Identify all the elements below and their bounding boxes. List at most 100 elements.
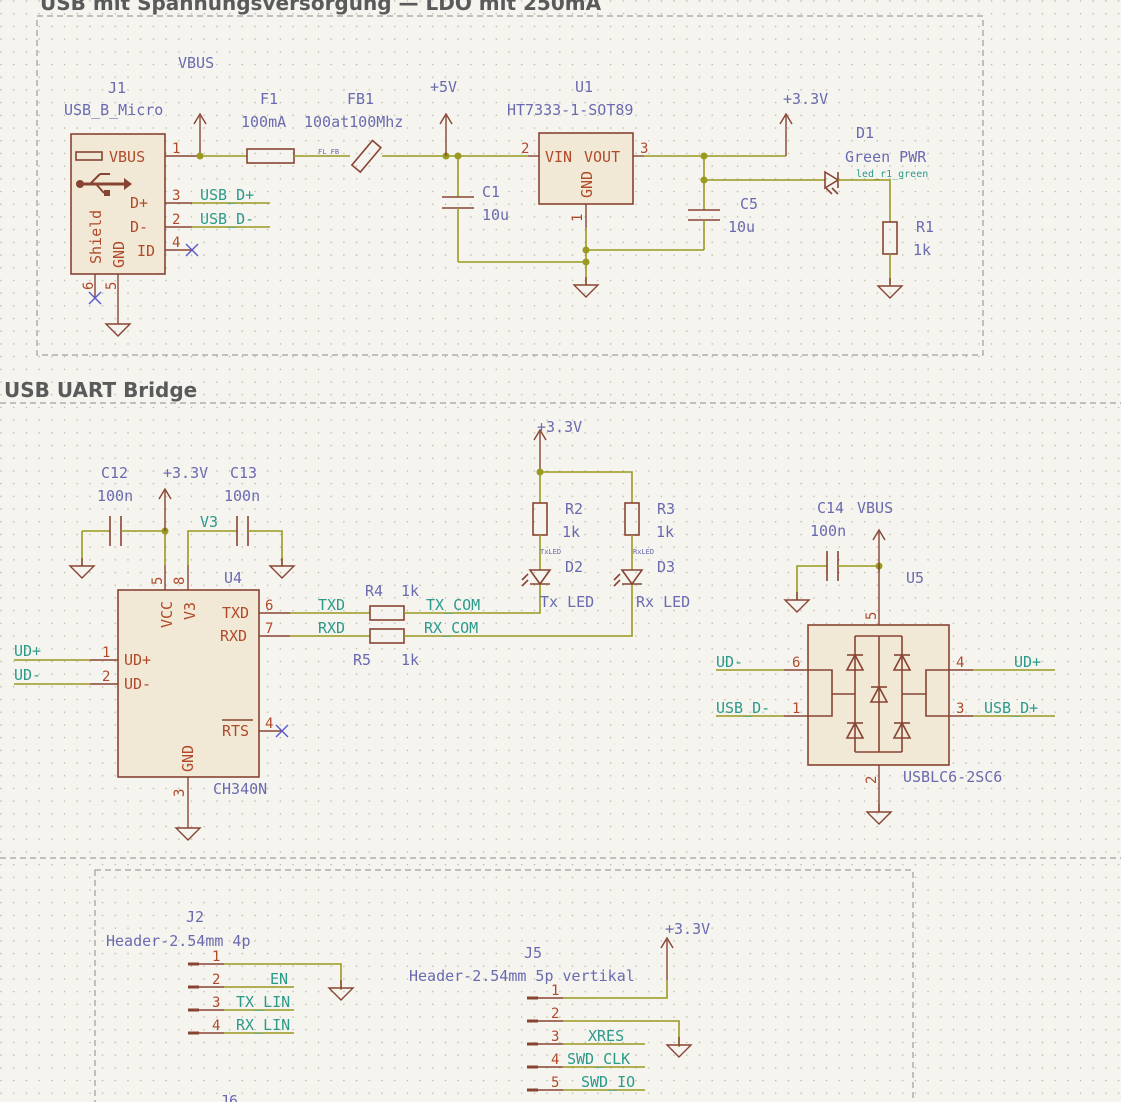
u1-pin-gnd-name: GND	[578, 171, 596, 198]
f1-reference: F1	[260, 90, 278, 108]
u4-pin-rxd-name: RXD	[220, 627, 247, 645]
u1-pin-num-vout: 3	[640, 141, 648, 157]
c13-value: 100n	[224, 487, 260, 505]
r4-resistor[interactable]: R4 1k	[365, 582, 419, 621]
j2-reference: J2	[186, 908, 204, 926]
u1-value: HT7333-1-SOT89	[507, 101, 633, 119]
j5-pin-num-2: 2	[551, 1006, 559, 1022]
d1-triangle	[824, 170, 840, 190]
c12-capacitor[interactable]: C12 100n	[81, 464, 165, 566]
c14-capacitor[interactable]: C14 100n	[796, 499, 879, 600]
j2-pin-num-1: 1	[212, 949, 220, 965]
d1-power-led[interactable]: D1 Green PWR led_r1_green	[824, 124, 928, 195]
c14-value: 100n	[810, 522, 846, 540]
u1-reference: U1	[575, 78, 593, 96]
d1-footprint: led_r1_green	[856, 169, 928, 180]
p5v-flag-label: +5V	[430, 78, 457, 96]
u4-ch340n[interactable]: VCC V3 TXD RXD UD+ UD- RTS GND 5 8 6 7 1…	[90, 565, 290, 820]
c13-capacitor[interactable]: C13 100n	[187, 464, 283, 566]
label-txd: TXD	[318, 596, 345, 614]
r2-reference: R2	[565, 500, 583, 518]
u4-pin-num-rts: 4	[265, 716, 273, 732]
f1-value: 100mA	[241, 113, 286, 131]
r3-reference: R3	[657, 500, 675, 518]
label-u5-usbdm: USB_D-	[716, 699, 770, 717]
junction-gnd-a	[582, 246, 590, 254]
d2-value: Tx LED	[540, 593, 594, 611]
usb-port-icon	[75, 151, 103, 161]
c13-left-wire	[187, 530, 237, 565]
c13-reference: C13	[230, 464, 257, 482]
u4-value: CH340N	[213, 780, 267, 798]
u1-pin-num-vin: 2	[521, 141, 529, 157]
u4-pin-num-gnd: 3	[172, 789, 188, 797]
c14-reference: C14	[817, 499, 844, 517]
u1-ldo-regulator[interactable]: VIN VOUT GND 2 3 1 U1 HT7333-1-SOT89	[507, 78, 648, 228]
j5-pin-num-3: 3	[551, 1029, 559, 1045]
u5-reference: U5	[906, 569, 924, 587]
j1-pin-gnd-name: GND	[110, 241, 128, 268]
u4-pin-num-rxd: 7	[265, 621, 273, 637]
label-v3: V3	[200, 513, 218, 531]
u4-pin-num-udm: 2	[102, 669, 110, 685]
vbus-flag-label: VBUS	[178, 54, 214, 72]
u5-pin-num-5: 5	[864, 612, 880, 620]
wire-tx-com	[404, 585, 541, 614]
label-swd-io: SWD_IO	[581, 1073, 635, 1091]
j2-value: Header-2.54mm 4p	[106, 932, 251, 950]
j1-pin-vbus-name: VBUS	[109, 148, 145, 166]
junction-gnd-b	[582, 258, 590, 266]
j2-header[interactable]: J2 Header-2.54mm 4p 1 2 3 4	[106, 908, 251, 1035]
label-tx-com: TX_COM	[426, 596, 480, 614]
j1-usb-connector[interactable]: VBUS D+ D- ID Shield GND 1 3 2 4 6 5 J1 …	[64, 79, 200, 316]
label-rx-lin: RX_LIN	[236, 1016, 290, 1034]
u4-pin-udp-name: UD+	[124, 651, 151, 669]
c1-capacitor[interactable]: C1 10u	[442, 156, 509, 262]
label-u5-usbdp: USB_D+	[984, 699, 1038, 717]
u4-pin-gnd-name: GND	[179, 745, 197, 772]
c12-reference: C12	[101, 464, 128, 482]
u5-pin-num-3: 3	[956, 701, 964, 717]
junction-d1	[700, 176, 708, 184]
r5-resistor[interactable]: R5 1k	[353, 628, 419, 669]
r1-reference: R1	[916, 218, 934, 236]
u5-usblc6-esd[interactable]: 6 1 4 3 5 2 U5 USBLC6-2SC6	[784, 569, 1002, 812]
r4-value: 1k	[401, 582, 419, 600]
j1-pin-num-dp: 3	[172, 188, 180, 204]
label-en: EN	[270, 970, 288, 988]
fb1-reference: FB1	[347, 90, 374, 108]
u1-body	[538, 132, 634, 205]
wire-rx-com	[404, 585, 633, 637]
uart-section-title: USB UART Bridge	[4, 378, 197, 402]
f1-fuse[interactable]: F1 100mA	[241, 90, 295, 164]
r2-resistor[interactable]: R2 1k	[532, 500, 583, 541]
d3-emission-1	[613, 573, 621, 581]
usb-logo-icon	[76, 173, 132, 196]
j6-reference: J6	[220, 1092, 238, 1102]
u1-pin-num-gnd: 1	[570, 214, 586, 222]
u4-pin-num-vcc: 5	[150, 577, 166, 585]
j1-id-no-connect	[185, 243, 199, 257]
j2-pin-num-4: 4	[212, 1018, 220, 1034]
d3-rx-led[interactable]: D3 Rx LED	[613, 558, 690, 611]
u4-reference: U4	[224, 569, 242, 587]
u4-pin-udm-name: UD-	[124, 675, 151, 693]
u4-pin-num-udp: 1	[102, 645, 110, 661]
label-rx-com: RX_COM	[424, 619, 478, 637]
r1-value: 1k	[913, 241, 931, 259]
r1-resistor[interactable]: R1 1k	[882, 218, 934, 259]
d1-value: Green PWR	[845, 148, 927, 166]
j1-body	[70, 133, 166, 275]
label-usb-dm: USB_D-	[200, 210, 254, 228]
fb1-ferrite-bead[interactable]: FB1 100at100Mhz	[304, 90, 403, 174]
header-section-frame	[94, 869, 914, 1102]
c5-capacitor[interactable]: C5 10u	[688, 156, 758, 250]
j5-header[interactable]: J5 Header-2.54mm 5p vertikal 1 2 3 4 5	[409, 944, 635, 1092]
u4-pin-num-txd: 6	[265, 598, 273, 614]
d2-tx-led[interactable]: D2 Tx LED	[521, 558, 594, 611]
c12-value: 100n	[97, 487, 133, 505]
c13-right-wire	[248, 530, 283, 566]
d2-emission-1	[521, 573, 529, 581]
